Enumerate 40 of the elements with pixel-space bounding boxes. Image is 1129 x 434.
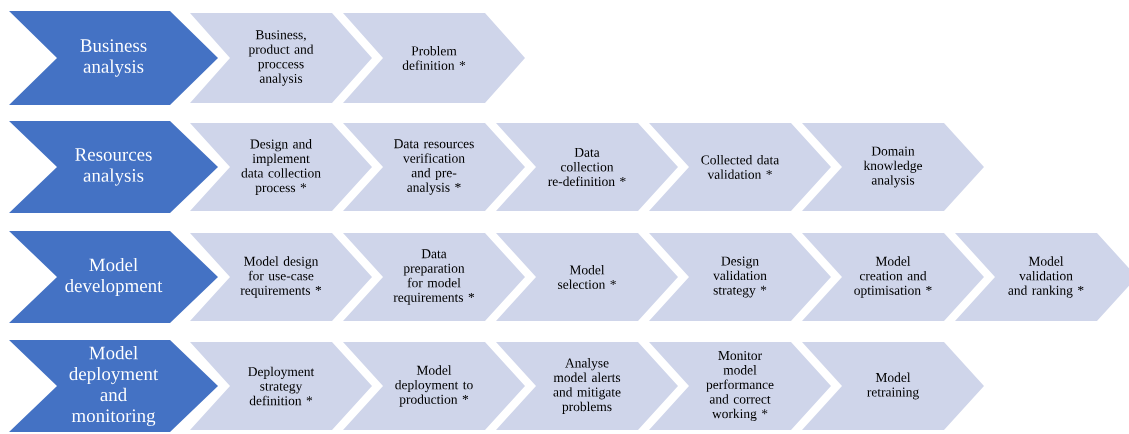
node-label: Domain knowledge analysis xyxy=(863,146,923,188)
node-label: Data preparation for model requirements * xyxy=(393,249,475,305)
process-step: Collected data validation * xyxy=(649,123,831,211)
process-step: Problem definition * xyxy=(343,13,525,103)
process-step: Business, product and proccess analysis xyxy=(190,13,372,103)
node-label: Model deployment to production * xyxy=(395,365,473,407)
process-step: Domain knowledge analysis xyxy=(802,123,984,211)
phase-box: Business analysis xyxy=(9,11,218,105)
node-label: Deployment strategy definition * xyxy=(248,366,315,406)
phase-box: Resources analysis xyxy=(9,121,218,213)
node-label: Business, product and proccess analysis xyxy=(248,30,314,86)
phase-box: Model development xyxy=(9,231,218,323)
process-step: Model creation and optimisation * xyxy=(802,233,984,321)
process-step: Data preparation for model requirements * xyxy=(343,233,525,321)
process-step: Deployment strategy definition * xyxy=(190,342,372,430)
node-label: Analyse model alerts and mitigate problems xyxy=(553,358,621,414)
process-step: Model deployment to production * xyxy=(343,342,525,430)
node-label: Design and implement data collection process * xyxy=(241,139,321,195)
node-label: Model validation and ranking * xyxy=(1008,256,1084,298)
node-label: Collected data validation * xyxy=(701,154,780,179)
process-step: Model design for use-case requirements * xyxy=(190,233,372,321)
process-step: Design and implement data collection process * xyxy=(190,123,372,211)
process-step: Design validation strategy * xyxy=(649,233,831,321)
phase-box: Model deployment and monitoring xyxy=(9,340,218,432)
node-label: Data collection re-definition * xyxy=(548,147,626,186)
process-step: Model validation and ranking * xyxy=(955,233,1129,321)
node-label: Monitor model performance and correct working * xyxy=(706,350,774,421)
process-step: Data collection re-definition * xyxy=(496,123,678,211)
process-step: Model selection * xyxy=(496,233,678,321)
process-step: Analyse model alerts and mitigate problems xyxy=(496,342,678,430)
process-step: Monitor model performance and correct working * xyxy=(649,342,831,430)
node-label: Model retraining xyxy=(867,372,919,400)
process-step: Model retraining xyxy=(802,342,984,430)
node-label: Model design for use-case requirements * xyxy=(240,256,322,298)
node-label: Model selection * xyxy=(558,264,616,289)
node-label: Data resources verification and pre-analysis * xyxy=(394,139,474,195)
node-label: Design validation strategy * xyxy=(713,256,767,298)
node-label: Problem definition * xyxy=(402,45,466,70)
process-step: Data resources verification and pre-analysis * xyxy=(343,123,525,211)
node-label: Model creation and optimisation * xyxy=(854,256,932,298)
